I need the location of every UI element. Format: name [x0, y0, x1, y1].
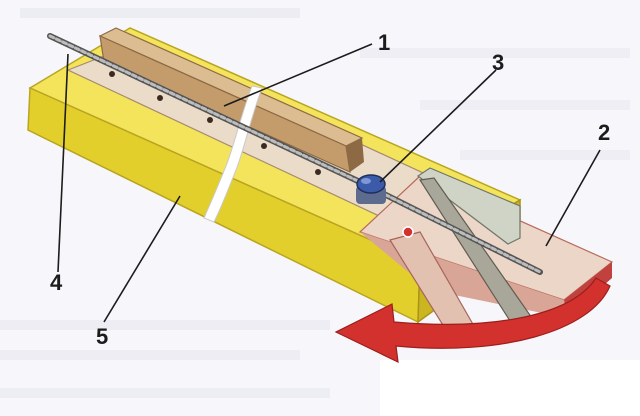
arm-upright-guide: [416, 167, 521, 245]
callout-label-4: 4: [50, 270, 63, 295]
break-gap: [203, 85, 263, 223]
pivot-pin: [402, 226, 414, 238]
saw-chain: [47, 33, 543, 275]
callout-label-1: 1: [378, 30, 390, 55]
background-ghost-lines: [0, 8, 630, 398]
rotation-arrow: [334, 277, 611, 364]
wooden-fence: [98, 27, 364, 173]
fence-end: [346, 138, 364, 172]
callout-label-5: 5: [96, 324, 108, 349]
plate-holes: [109, 71, 321, 175]
knob-highlight: [361, 178, 371, 184]
leader-5: [103, 195, 181, 323]
callout-lines: [57, 43, 601, 323]
leader-4: [57, 53, 69, 273]
knob-top: [356, 174, 386, 194]
white-patch: [380, 360, 640, 416]
leader-2: [545, 149, 601, 247]
chain-links: [48, 34, 542, 274]
callout-label-3: 3: [492, 50, 504, 75]
callout-label-2: 2: [598, 120, 610, 145]
leader-3: [379, 69, 497, 183]
leader-1: [223, 43, 373, 107]
clamp-knob: [356, 174, 386, 204]
